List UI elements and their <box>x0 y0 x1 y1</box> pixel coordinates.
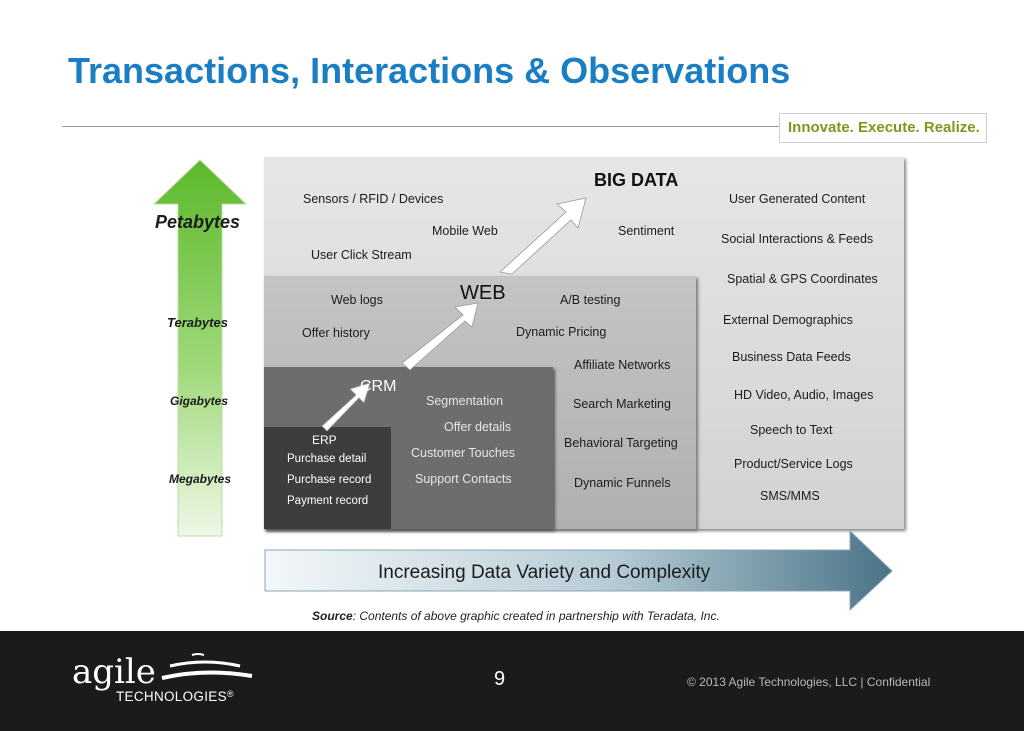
logo-technologies: TECHNOLOGIES® <box>116 689 234 704</box>
scale-arrow <box>152 159 248 537</box>
variety-arrow <box>264 530 893 612</box>
copyright-notice: © 2013 Agile Technologies, LLC | Confide… <box>687 675 931 689</box>
web-item: Behavioral Targeting <box>564 436 678 450</box>
page-number: 9 <box>494 668 506 690</box>
erp-item: Payment record <box>287 495 369 507</box>
web-item: Affiliate Networks <box>574 358 671 372</box>
big-data-right-item: Product/Service Logs <box>734 457 853 471</box>
source-note: Source: Contents of above graphic create… <box>312 609 720 623</box>
crm-item: Segmentation <box>426 394 504 408</box>
erp-item: Purchase detail <box>287 453 367 465</box>
logo-swoosh-icon <box>161 653 253 680</box>
crm-item: Support Contacts <box>415 472 512 486</box>
scale-level-terabytes: Terabytes <box>167 315 228 330</box>
big-data-item: Mobile Web <box>432 224 498 238</box>
big-data-right-item: Speech to Text <box>750 423 833 437</box>
slide-title: Transactions, Interactions & Observation… <box>68 50 791 91</box>
web-item: Search Marketing <box>573 397 671 411</box>
big-data-right-item: SMS/MMS <box>760 489 820 503</box>
web-item: Dynamic Pricing <box>516 325 607 339</box>
crm-item: Customer Touches <box>411 446 515 460</box>
growth-arrows <box>321 197 587 432</box>
big-data-right-item: Spatial & GPS Coordinates <box>727 272 878 286</box>
big-data-right-item: HD Video, Audio, Images <box>734 388 874 402</box>
web-item: Web logs <box>331 293 383 307</box>
tagline-box <box>779 113 987 143</box>
big-data-right-item: External Demographics <box>723 313 853 327</box>
big-data-item: Sensors / RFID / Devices <box>303 192 444 206</box>
scale-level-petabytes: Petabytes <box>155 212 241 232</box>
tagline: Innovate. Execute. Realize. <box>788 119 980 136</box>
big-data-right-item: User Generated Content <box>729 192 866 206</box>
footer-bar <box>0 631 1024 731</box>
web-header: WEB <box>460 282 506 304</box>
erp-box <box>264 427 391 529</box>
erp-header: ERP <box>312 433 337 447</box>
source-label: Source <box>312 609 353 623</box>
logo-sub-text: TECHNOLOGIES <box>116 689 227 704</box>
logo-wordmark: agile <box>72 652 156 692</box>
web-item: A/B testing <box>560 293 621 307</box>
erp-item: Purchase record <box>287 474 372 486</box>
big-data-header: BIG DATA <box>594 170 679 190</box>
title-divider <box>62 126 782 127</box>
crm-item: Offer details <box>444 420 512 434</box>
crm-header: CRM <box>360 378 397 395</box>
variety-arrow-label: Increasing Data Variety and Complexity <box>378 562 711 583</box>
logo-registered-mark: ® <box>226 689 234 699</box>
web-item: Offer history <box>302 326 370 340</box>
scale-level-megabytes: Megabytes <box>169 472 232 486</box>
web-item: Dynamic Funnels <box>574 476 671 490</box>
big-data-right-item: Social Interactions & Feeds <box>721 232 874 246</box>
big-data-right-item: Business Data Feeds <box>732 350 851 364</box>
source-text: : Contents of above graphic created in p… <box>352 609 720 623</box>
scale-level-gigabytes: Gigabytes <box>170 394 229 408</box>
big-data-item: Sentiment <box>618 224 675 238</box>
big-data-item: User Click Stream <box>311 248 412 262</box>
